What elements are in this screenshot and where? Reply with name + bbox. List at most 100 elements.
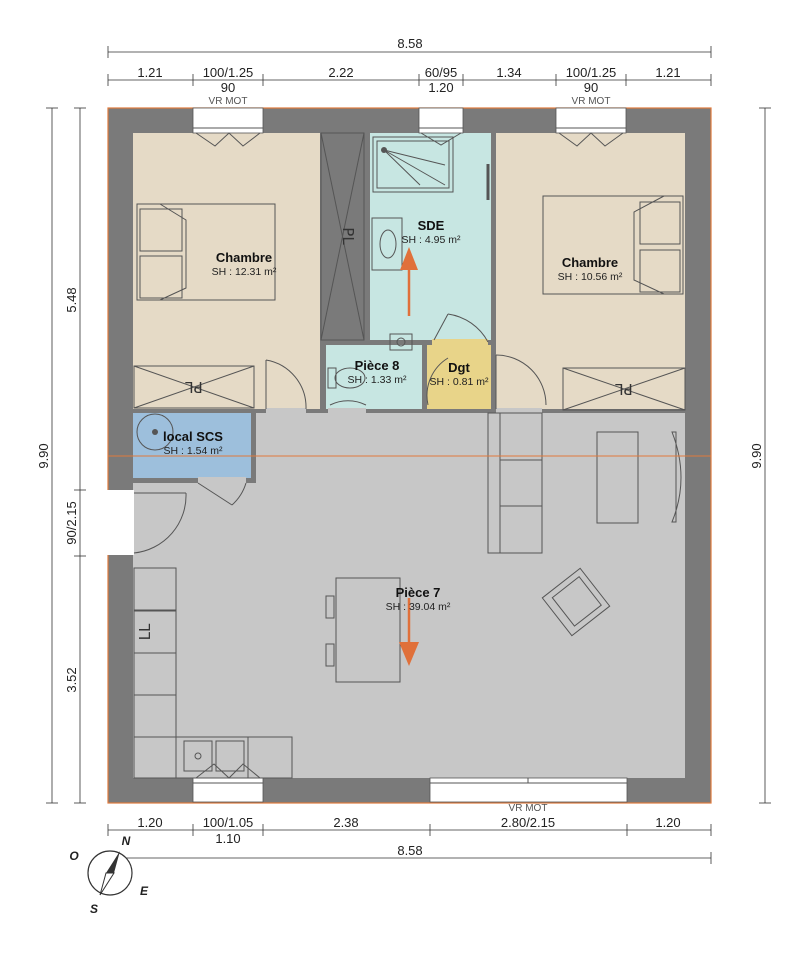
dim-top-note-2: VR MOT [572, 96, 611, 107]
room-local-scs-floor [133, 412, 251, 478]
room-name-sde: SDE [418, 218, 445, 233]
room-chambre-left-floor [133, 133, 320, 409]
wall-scs-right [251, 413, 256, 483]
room-area-piece-7: SH : 39.04 m² [386, 601, 451, 613]
dim-bottom-sub: 1.10 [215, 831, 240, 846]
room-name-piece-8: Pièce 8 [355, 358, 400, 373]
dim-top-seg-1: 1.21 [137, 65, 162, 80]
dim-left-seg-3: 3.52 [64, 667, 79, 692]
room-name-local-scs: local SCS [163, 429, 223, 444]
dim-top-seg-6: 100/1.25 [566, 65, 617, 80]
wall-bedroom-right-bottom [491, 409, 685, 413]
door-gap-sde [432, 339, 488, 346]
room-piece-8-floor [326, 345, 422, 409]
door-swing-entry [133, 492, 187, 554]
room-area-local-scs: SH : 1.54 m² [164, 445, 223, 457]
compass: N E S O [69, 834, 149, 916]
dim-left-total-text: 9.90 [36, 443, 51, 468]
dimension-top-segments: 1.21 100/1.25 2.22 60/95 1.34 100/1.25 1… [107, 65, 712, 107]
arrow-down [399, 598, 419, 666]
dimension-bottom-segments: VR MOT 1.20 100/1.05 2.38 2.80/2.15 1.20… [107, 803, 712, 846]
dim-left-seg-1: 5.48 [64, 287, 79, 312]
door-gap-bedroom-left [266, 408, 306, 414]
window-top-left [192, 107, 264, 147]
door-gap-p8 [328, 408, 366, 414]
water-heater [136, 413, 174, 451]
dim-bottom-seg-1: 1.20 [137, 815, 162, 830]
door-swing-scs [197, 482, 247, 506]
dim-bottom-total-text: 8.58 [397, 843, 422, 858]
room-area-dgt: SH : 0.81 m² [430, 376, 489, 388]
wall-sde-bottom [322, 340, 496, 345]
dim-top-sub-2: 1.20 [428, 80, 453, 95]
sofa [487, 412, 543, 554]
dim-top-sub-1: 90 [221, 80, 235, 95]
dim-bottom-note: VR MOT [509, 803, 548, 814]
wall-sde-left [364, 133, 370, 345]
armchair [541, 567, 611, 637]
bed-right [542, 195, 684, 295]
coffee-table [596, 431, 639, 524]
wall-closet-left [320, 133, 325, 411]
compass-east: E [140, 884, 149, 898]
dimension-left-segments: 5.48 90/2.15 3.52 [64, 107, 86, 804]
dimension-top-total: 8.58 [107, 36, 712, 58]
door-gap-bedroom-right [496, 408, 542, 414]
dim-top-seg-4: 60/95 [425, 65, 458, 80]
compass-west: O [69, 849, 79, 863]
bed-left [136, 203, 276, 301]
dim-top-seg-7: 1.21 [655, 65, 680, 80]
room-sde-floor [370, 133, 491, 341]
fridge-label: LL [136, 623, 154, 640]
dim-top-sub-3: 90 [584, 80, 598, 95]
door-swing-bedroom-right [495, 354, 547, 409]
dim-bottom-seg-4: 2.80/2.15 [501, 815, 555, 830]
compass-south: S [90, 902, 98, 916]
dim-top-seg-2: 100/1.25 [203, 65, 254, 80]
dim-top-seg-3: 2.22 [328, 65, 353, 80]
door-swing-dgt [426, 357, 449, 406]
closet-left-bedroom [133, 365, 255, 409]
wall-p8-dgt [422, 345, 427, 411]
closet-label-left: PL [185, 378, 203, 396]
dim-bottom-seg-3: 2.38 [333, 815, 358, 830]
dim-top-total-text: 8.58 [397, 36, 422, 51]
door-swing-p8 [329, 400, 367, 406]
dim-bottom-seg-2: 100/1.05 [203, 815, 254, 830]
washbasin [371, 217, 403, 271]
compass-north: N [122, 834, 131, 848]
door-gap-entry [107, 490, 134, 555]
room-chambre-right-floor [496, 133, 685, 409]
room-name-chambre-left: Chambre [216, 250, 272, 265]
kitchen-cabinets [133, 567, 293, 779]
dimension-bottom-total: 8.58 [107, 843, 712, 864]
closet-label-vertical: PL [339, 227, 357, 245]
closet-right-bedroom [562, 367, 686, 411]
dim-right-total-text: 9.90 [749, 443, 764, 468]
dimension-right-total: 9.90 [749, 107, 771, 804]
door-swing-bedroom-left [265, 359, 307, 410]
wall-bedroom-left-bottom [133, 409, 325, 413]
dim-bottom-seg-5: 1.20 [655, 815, 680, 830]
door-swing-sde [433, 313, 489, 343]
room-name-chambre-right: Chambre [562, 255, 618, 270]
shower-tray [372, 136, 490, 200]
closet-vertical [320, 132, 365, 341]
compass-needle-icon [106, 851, 120, 873]
wall-p8-bottom [322, 409, 496, 413]
room-area-piece-8: SH : 1.33 m² [348, 374, 407, 386]
arrow-up [400, 247, 418, 316]
tv-unit [671, 431, 682, 523]
room-area-chambre-left: SH : 12.31 m² [212, 266, 277, 278]
room-area-chambre-right: SH : 10.56 m² [558, 271, 623, 283]
wall-scs-bottom [133, 478, 256, 483]
dim-left-seg-2: 90/2.15 [64, 501, 79, 544]
small-sink [389, 333, 413, 351]
window-top-right [555, 107, 627, 147]
room-area-sde: SH : 4.95 m² [402, 234, 461, 246]
door-gap-scs [198, 477, 246, 484]
dining-table [325, 577, 401, 683]
toilet [327, 367, 366, 389]
room-dgt-floor [427, 345, 491, 409]
